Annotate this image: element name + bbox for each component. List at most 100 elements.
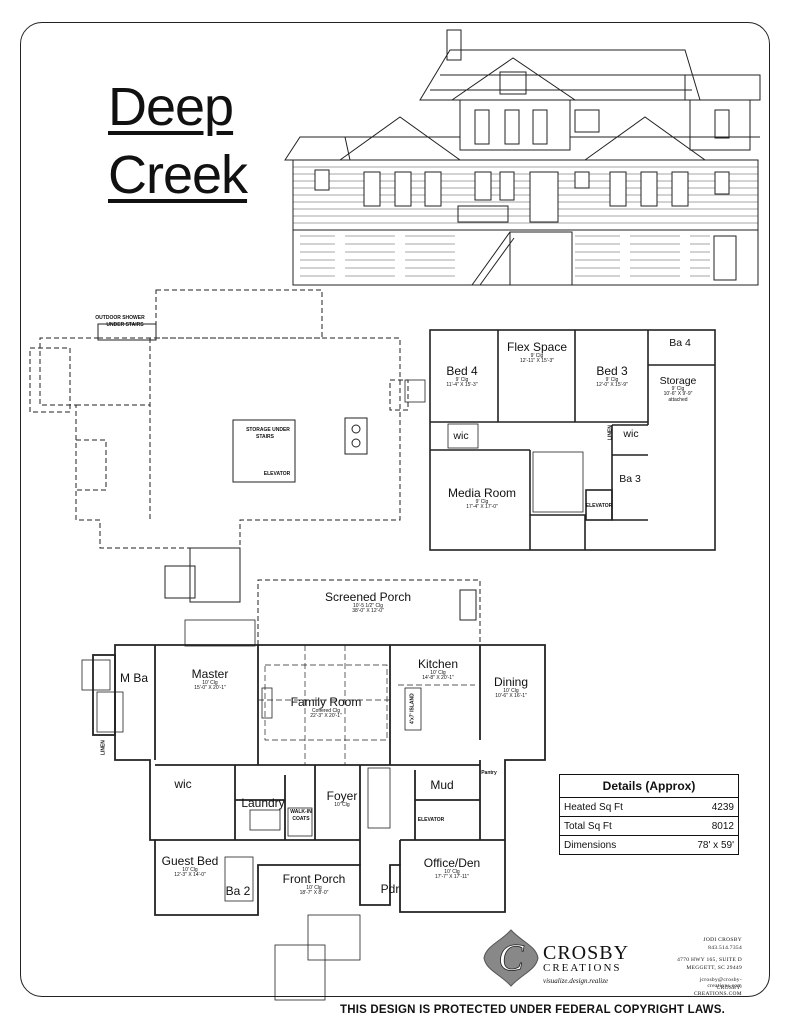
storage-under-label: STORAGE UNDER — [246, 427, 290, 433]
kitchen-clg: 10' Clg — [430, 669, 446, 676]
details-value: 8012 — [711, 821, 734, 832]
main-elevator-label: ELEVATOR — [417, 817, 445, 823]
front-porch-label: Front Porch 10' Clg 18'-7" X 8'-0" — [283, 873, 346, 896]
family-name: Family Room — [290, 695, 362, 709]
flex-space-label: Flex Space 9' Clg 12'-11" X 15'-3" — [507, 341, 567, 364]
details-table: Details (Approx) Heated Sq Ft 4239 Total… — [559, 774, 739, 855]
bed3-label: Bed 3 9' Clg 12'-0" X 15'-9" — [596, 365, 628, 388]
storage-label: Storage 9' Clg 10'-6" X 9'-9" attached — [659, 375, 697, 403]
storage-name: Storage — [659, 375, 697, 387]
foyer-clg: 10' Clg — [334, 801, 350, 808]
family-dims: 22'-3" X 20'-1" — [310, 712, 342, 719]
upper-linen: LINEN — [607, 425, 614, 441]
dining-label: Dining 10' Clg 10'-6" X 16'-1" — [494, 676, 528, 699]
media-room-label: Media Room 9' Clg 17'-4" X 17'-0" — [448, 487, 516, 510]
front-elevation — [284, 29, 761, 286]
stairs-label: STAIRS — [256, 434, 274, 440]
details-value: 78' x 59' — [697, 840, 734, 851]
office-den-label: Office/Den 10' Clg 17'-7" X 17'-11" — [424, 857, 480, 880]
lower-floor-plan — [29, 289, 409, 549]
outdoor-shower-label: OUTDOOR SHOWER — [95, 315, 145, 321]
main-linen: LINEN — [100, 740, 107, 756]
pantry-label: Pantry — [481, 770, 497, 776]
office-name: Office/Den — [423, 856, 481, 870]
bed3-name: Bed 3 — [596, 364, 628, 378]
family-clg: Coffered Clg — [312, 707, 340, 714]
master-label: Master 10' Clg 15'-0" X 20'-1" — [192, 668, 229, 691]
main-floor-details — [258, 645, 475, 765]
foyer-name: Foyer — [326, 789, 358, 803]
guest-clg: 10' Clg — [182, 866, 198, 873]
contact-phone: 843.514.7354 — [708, 945, 742, 951]
media-name: Media Room — [447, 486, 517, 500]
logo-monogram: C — [498, 937, 524, 979]
details-heading: Details (Approx) — [560, 775, 738, 798]
guest-name: Guest Bed — [161, 854, 219, 868]
guest-dims: 12'-3" X 14'-0" — [174, 871, 206, 878]
main-floor-solid-details — [249, 687, 422, 1001]
storage-note: attached — [668, 396, 688, 403]
master-clg: 10' Clg — [202, 679, 218, 686]
laundry-label: Laundry — [241, 796, 285, 810]
kitchen-name: Kitchen — [417, 657, 459, 671]
master-name: Master — [191, 667, 229, 681]
screened-dims: 38'-0" X 12'-0" — [352, 607, 384, 614]
screened-porch-label: Screened Porch 10'-5 1/2" Clg 38'-0" X 1… — [325, 591, 411, 614]
brand-name: CROSBY — [543, 942, 630, 964]
under-stairs-label: UNDER STAIRS — [106, 322, 144, 328]
details-label: Total Sq Ft — [564, 821, 612, 832]
front-porch-dims: 18'-7" X 8'-0" — [299, 889, 329, 896]
contact-address2: MEGGETT, SC 29449 — [686, 965, 742, 971]
ba2-label: Ba 2 — [225, 884, 251, 898]
details-row: Dimensions 78' x 59' — [560, 836, 738, 854]
plan-title-line2: Creek — [108, 145, 248, 205]
main-wic-label: wic — [174, 777, 192, 791]
family-room-label: Family Room Coffered Clg 22'-3" X 20'-1" — [291, 696, 362, 719]
flex-name: Flex Space — [506, 340, 568, 354]
main-floor-plan — [81, 579, 546, 916]
bed4-label: Bed 4 9' Clg 11'-4" X 15'-3" — [446, 365, 477, 388]
page-frame — [20, 22, 770, 997]
upper-elevator-label: ELEVATOR — [585, 503, 613, 509]
office-dims: 17'-7" X 17'-11" — [434, 873, 469, 880]
bed3-clg: 9' Clg — [605, 376, 619, 383]
pdr-label: Pdr — [380, 882, 400, 896]
front-porch-name: Front Porch — [282, 872, 346, 886]
details-value: 4239 — [711, 802, 734, 813]
crosby-logo-icon: C — [483, 929, 539, 987]
office-clg: 10' Clg — [444, 868, 460, 875]
kitchen-label: Kitchen 10' Clg 14'-8" X 20'-1" — [418, 658, 458, 681]
bed4-clg: 9' Clg — [455, 376, 469, 383]
front-porch-clg: 10' Clg — [306, 884, 322, 891]
details-row: Heated Sq Ft 4239 — [560, 798, 738, 817]
contact-email: jcrosby@crosby-creations.com — [699, 977, 742, 989]
walkin-label: WALK-IN — [290, 809, 312, 815]
details-label: Dimensions — [564, 840, 617, 851]
storage-dims: 10'-6" X 9'-9" — [663, 391, 693, 398]
island-label: 4'x7' ISLAND — [409, 693, 416, 724]
guest-bed-label: Guest Bed 10' Clg 12'-3" X 14'-0" — [162, 855, 219, 878]
bed3-dims: 12'-0" X 15'-9" — [596, 381, 628, 388]
media-dims: 17'-4" X 17'-0" — [466, 503, 498, 510]
mba-label: M Ba — [119, 671, 149, 685]
contact-address1: 4770 HWY 165, SUITE D — [677, 957, 742, 963]
media-clg: 9' Clg — [475, 498, 489, 505]
flex-clg: 9' Clg — [530, 352, 544, 359]
contact-web: CROSBY-CREATIONS.COM — [693, 985, 742, 997]
dining-clg: 10' Clg — [503, 687, 519, 694]
screened-name: Screened Porch — [324, 590, 412, 604]
screened-clg: 10'-5 1/2" Clg — [353, 602, 383, 609]
contact-name: JODI CROSBY — [703, 937, 742, 943]
ba3-label: Ba 3 — [619, 473, 641, 485]
upper-wic-left: wic — [453, 430, 469, 442]
mud-label: Mud — [430, 778, 454, 792]
brand-tagline: visualize.design.realize — [543, 977, 609, 985]
bed4-name: Bed 4 — [446, 364, 478, 378]
ba4-label: Ba 4 — [669, 337, 691, 349]
dining-name: Dining — [493, 675, 529, 689]
brand-name2: CREATIONS — [543, 962, 622, 974]
details-row: Total Sq Ft 8012 — [560, 817, 738, 836]
lower-elevator-label: ELEVATOR — [263, 471, 291, 477]
bed4-dims: 11'-4" X 15'-3" — [446, 381, 478, 388]
